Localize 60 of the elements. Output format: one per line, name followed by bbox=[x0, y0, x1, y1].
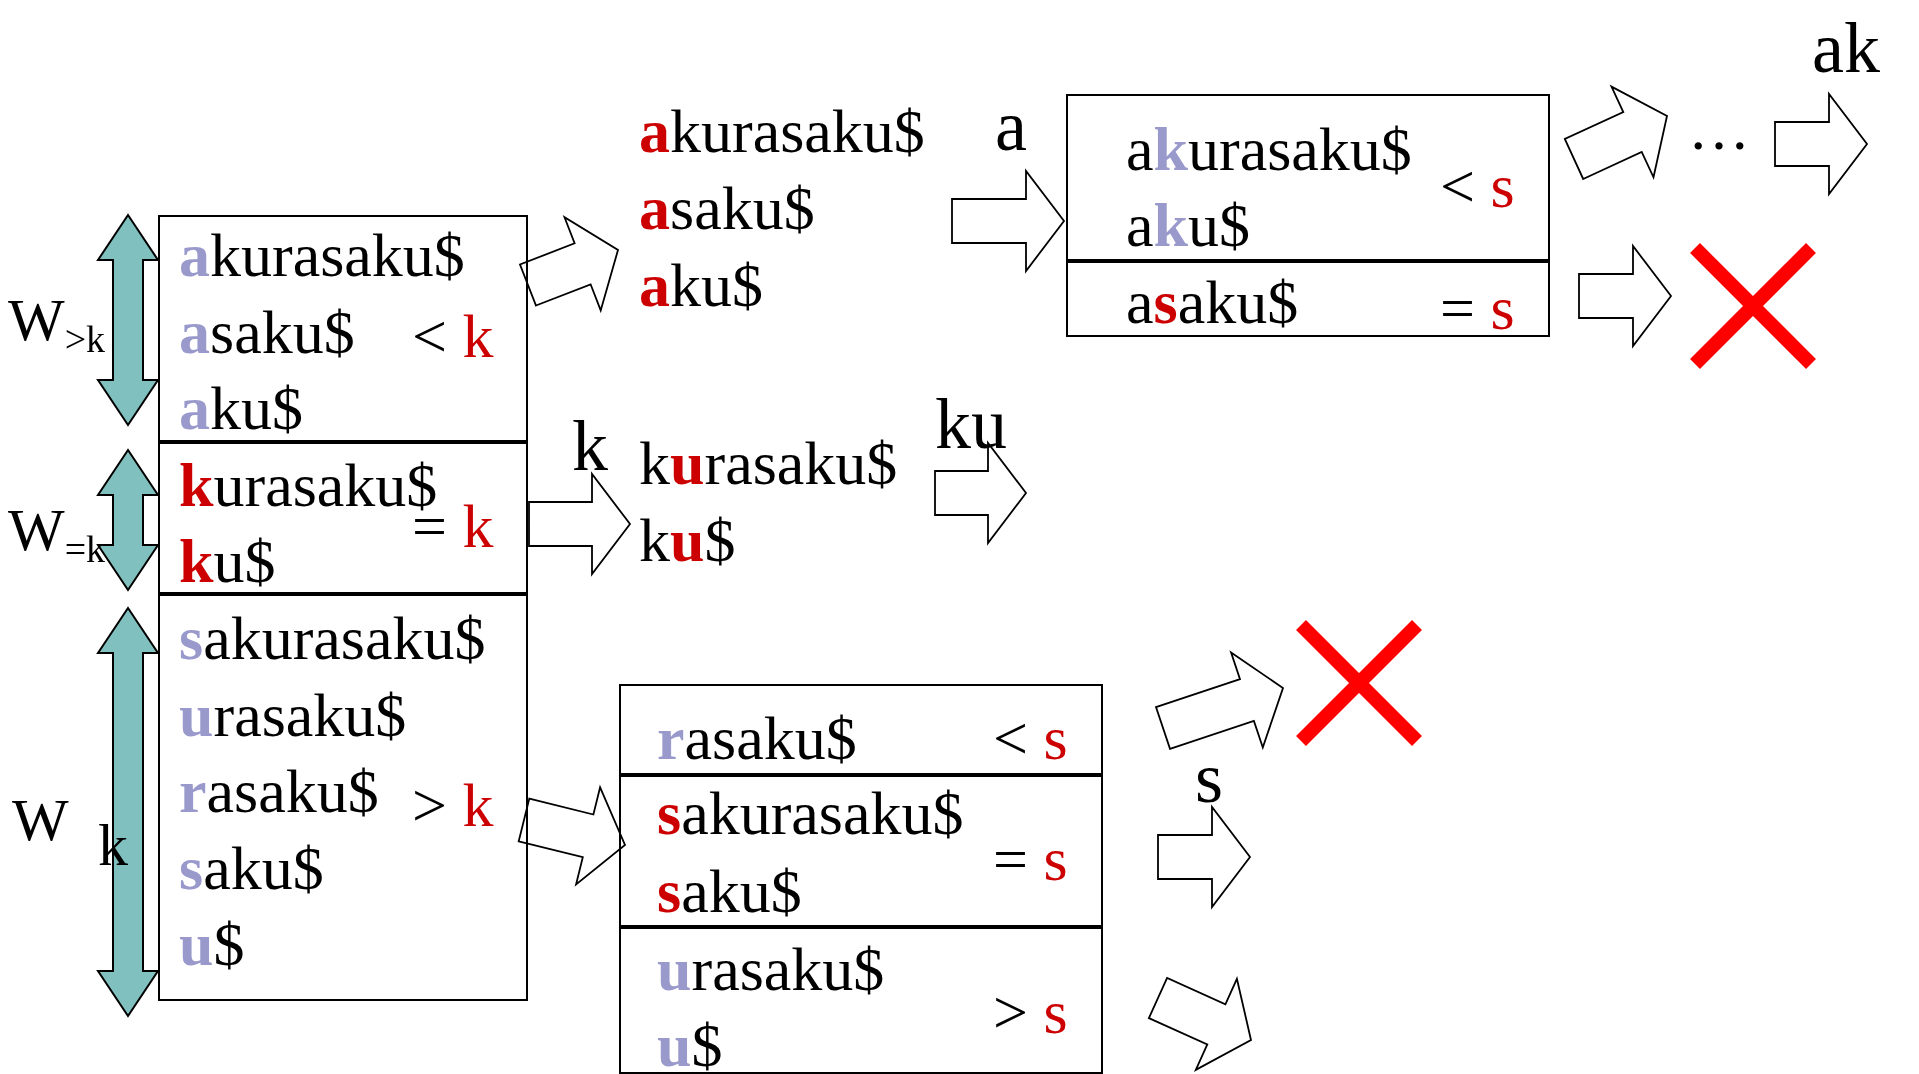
partition-box bbox=[158, 215, 528, 442]
suffix-text: saku$ bbox=[657, 856, 802, 927]
suffix-text: ku$ bbox=[639, 505, 736, 576]
cross-mark bbox=[1690, 243, 1816, 369]
suffix-text: sakurasaku$ bbox=[657, 778, 964, 849]
partition-box bbox=[619, 775, 1103, 927]
block-arrow bbox=[1563, 84, 1669, 181]
edge-label: ak bbox=[1812, 12, 1880, 84]
suffix-text: sakurasaku$ bbox=[179, 603, 486, 674]
suffix-text: saku$ bbox=[179, 833, 324, 904]
comparison-label: < s bbox=[993, 703, 1068, 774]
block-arrow bbox=[934, 440, 1028, 546]
set-label: k bbox=[98, 815, 128, 875]
set-label: W$_{=k}$ bbox=[8, 500, 106, 568]
set-label: W bbox=[12, 790, 69, 850]
suffix-text: aku$ bbox=[179, 373, 303, 444]
suffix-text: u$ bbox=[657, 1010, 723, 1074]
partition-box bbox=[619, 684, 1103, 775]
comparison-label: > k bbox=[412, 770, 494, 841]
partition-box bbox=[619, 927, 1103, 1074]
suffix-text: urasaku$ bbox=[657, 934, 885, 1005]
suffix-text: u$ bbox=[179, 909, 245, 980]
suffix-text: rasaku$ bbox=[179, 756, 379, 827]
comparison-label: = s bbox=[1440, 273, 1515, 344]
edge-label: a bbox=[995, 90, 1027, 162]
block-arrow bbox=[1157, 804, 1252, 910]
partition-box bbox=[158, 594, 528, 1001]
block-arrow bbox=[1147, 976, 1253, 1072]
ellipsis: … bbox=[1688, 93, 1750, 164]
partition-box bbox=[1066, 94, 1550, 261]
comparison-label: < s bbox=[1440, 151, 1515, 222]
suffix-text: asaku$ bbox=[1126, 267, 1299, 338]
block-arrow bbox=[1774, 91, 1869, 197]
partition-box bbox=[158, 442, 528, 594]
comparison-label: = s bbox=[993, 824, 1068, 895]
partition-box bbox=[1066, 261, 1550, 337]
edge-label: k bbox=[572, 410, 608, 482]
suffix-text: akurasaku$ bbox=[639, 96, 925, 167]
comparison-label: < k bbox=[412, 301, 494, 372]
cross-mark bbox=[1296, 620, 1422, 746]
suffix-text: akurasaku$ bbox=[1126, 114, 1412, 185]
suffix-text: aku$ bbox=[639, 250, 763, 321]
suffix-text: aku$ bbox=[1126, 190, 1250, 261]
block-arrow bbox=[951, 168, 1066, 274]
suffix-text: urasaku$ bbox=[179, 680, 407, 751]
comparison-label: > s bbox=[993, 977, 1068, 1048]
suffix-text: kurasaku$ bbox=[639, 428, 898, 499]
block-arrow bbox=[517, 784, 627, 887]
set-label: W$_{>k}$ bbox=[8, 290, 106, 358]
block-arrow bbox=[1154, 650, 1285, 751]
suffix-text: asaku$ bbox=[179, 297, 355, 368]
suffix-text: asaku$ bbox=[639, 173, 815, 244]
suffix-text: akurasaku$ bbox=[179, 220, 465, 291]
block-arrow bbox=[528, 471, 632, 577]
block-arrow bbox=[518, 215, 620, 314]
suffix-text: rasaku$ bbox=[657, 703, 857, 774]
edge-label: s bbox=[1195, 742, 1224, 814]
edge-label: ku bbox=[935, 388, 1007, 460]
block-arrow bbox=[1578, 243, 1673, 349]
suffix-text: ku$ bbox=[179, 526, 276, 597]
